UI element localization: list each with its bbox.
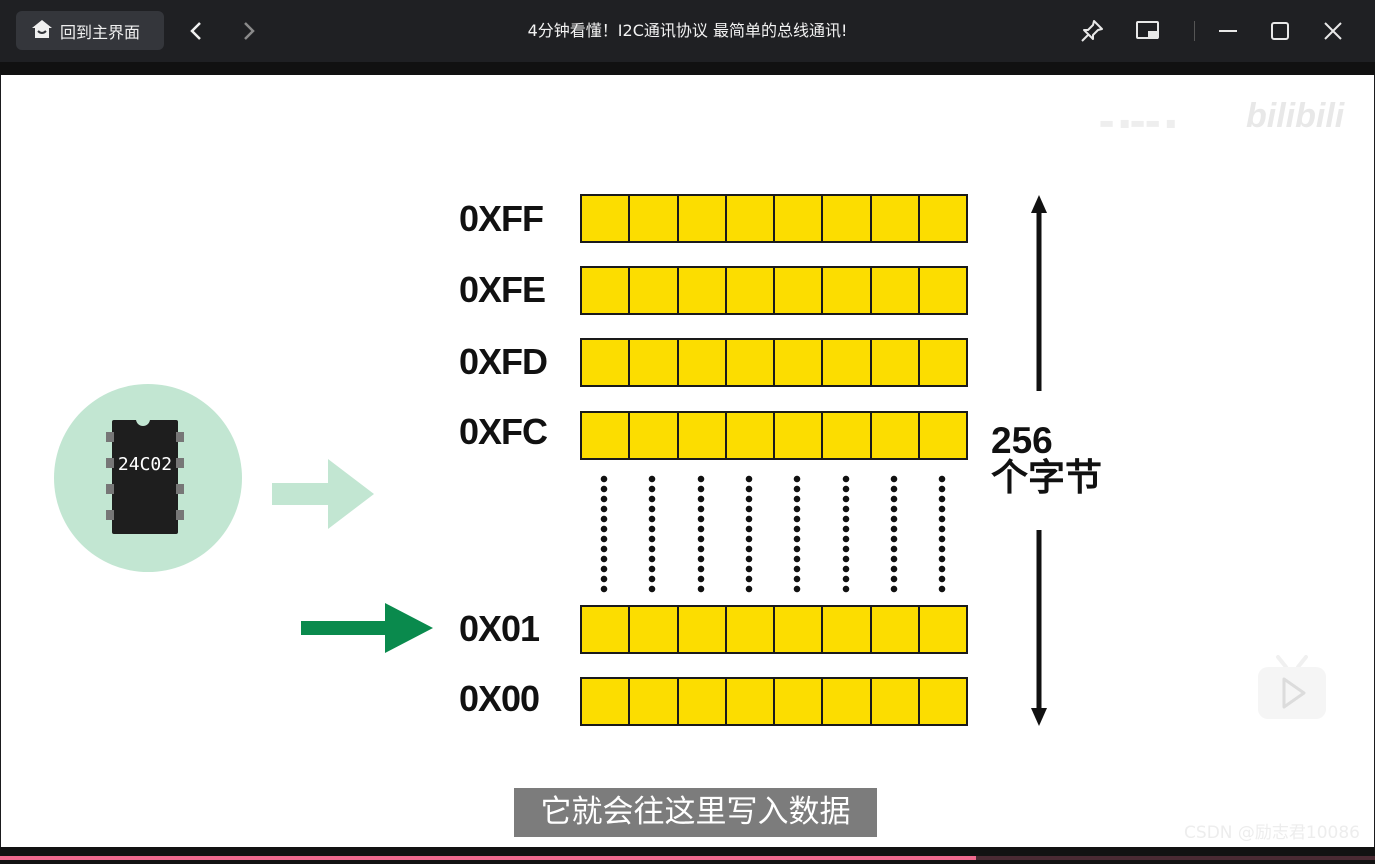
minimize-icon[interactable] bbox=[1211, 14, 1245, 48]
home-button[interactable]: 回到主界面 bbox=[16, 11, 164, 50]
title-bar: 回到主界面 4分钟看懂！I2C通讯协议 最简单的总线通讯! bbox=[0, 0, 1375, 62]
video-player[interactable]: ▬ ▪▬▬ ▪ bilibili 24C02 0XFF 0XFE 0XFD 0X… bbox=[1, 75, 1374, 847]
ellipsis-dots bbox=[938, 474, 946, 594]
ellipsis-dots bbox=[745, 474, 753, 594]
memory-row-0xfc bbox=[580, 411, 968, 460]
address-label-0x00: 0X00 bbox=[459, 678, 540, 719]
ellipsis-dots bbox=[793, 474, 801, 594]
bilibili-play-icon[interactable] bbox=[1256, 655, 1328, 721]
chip-icon: 24C02 bbox=[106, 418, 184, 534]
memory-row-0xfe bbox=[580, 266, 968, 315]
pin-icon[interactable] bbox=[1075, 14, 1109, 48]
address-label-0xfe: 0XFE bbox=[459, 269, 546, 310]
picture-in-picture-icon[interactable] bbox=[1131, 14, 1165, 48]
address-label-0xfc: 0XFC bbox=[459, 411, 548, 452]
up-arrow-icon bbox=[1031, 195, 1047, 391]
progress-bar[interactable] bbox=[0, 856, 1375, 860]
dark-green-arrow-icon bbox=[301, 603, 433, 653]
memory-row-0xfd bbox=[580, 338, 968, 387]
light-green-arrow-icon bbox=[272, 459, 374, 529]
address-label-0x01: 0X01 bbox=[459, 608, 540, 649]
ellipsis-dots bbox=[600, 474, 608, 594]
csdn-watermark: CSDN @励志君10086 bbox=[1184, 823, 1360, 843]
down-arrow-icon bbox=[1031, 530, 1047, 726]
progress-bar-fill bbox=[0, 856, 977, 860]
subtitle-caption: 它就会往这里写入数据 bbox=[514, 788, 877, 837]
letterbox-top bbox=[0, 62, 1375, 75]
bilibili-logo: bilibili bbox=[1246, 97, 1345, 135]
chip-label: 24C02 bbox=[117, 454, 173, 475]
ellipsis-dots bbox=[842, 474, 850, 594]
home-button-label: 回到主界面 bbox=[60, 22, 141, 42]
back-arrow-icon[interactable] bbox=[179, 14, 213, 48]
maximize-icon[interactable] bbox=[1263, 14, 1297, 48]
memory-row-0x01 bbox=[580, 605, 968, 654]
memory-row-0x00 bbox=[580, 677, 968, 726]
close-icon[interactable] bbox=[1316, 14, 1350, 48]
titlebar-divider bbox=[1194, 21, 1195, 41]
forward-arrow-icon[interactable] bbox=[232, 14, 266, 48]
ellipsis-dots bbox=[890, 474, 898, 594]
ellipsis-dots bbox=[648, 474, 656, 594]
address-label-0xff: 0XFF bbox=[459, 198, 544, 239]
memory-row-0xff bbox=[580, 194, 968, 243]
window-title: 4分钟看懂！I2C通讯协议 最简单的总线通讯! bbox=[527, 21, 848, 40]
byte-count-unit: 个字节 bbox=[991, 457, 1102, 498]
address-label-0xfd: 0XFD bbox=[459, 341, 548, 382]
ellipsis-dots bbox=[697, 474, 705, 594]
faint-watermark-text: ▬ ▪▬▬ ▪ bbox=[1099, 113, 1177, 132]
chip-badge: 24C02 bbox=[54, 384, 242, 572]
byte-count-number: 256 bbox=[991, 420, 1053, 461]
home-icon bbox=[30, 17, 60, 45]
